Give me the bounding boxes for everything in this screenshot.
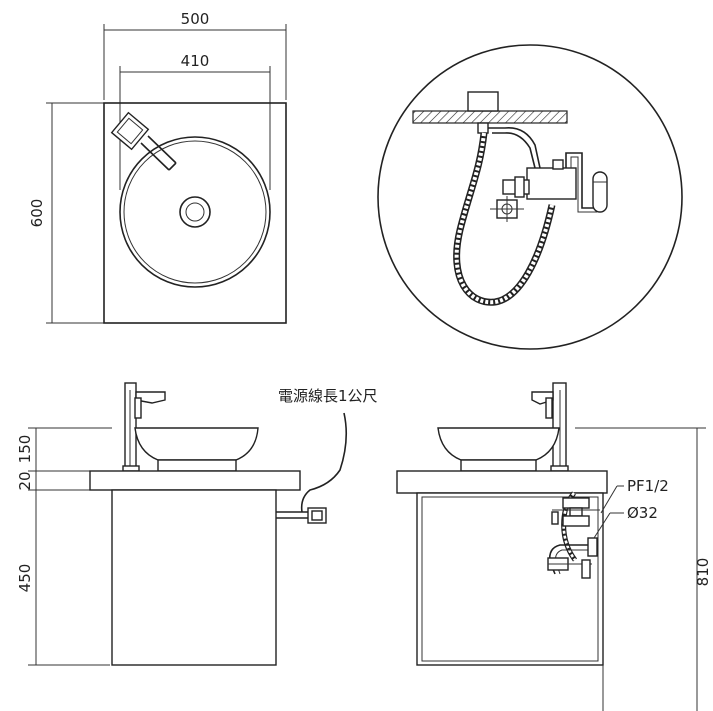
dim-label-600: 600 xyxy=(28,199,46,228)
faucet-base xyxy=(467,91,499,112)
braided-hose xyxy=(454,132,554,305)
power-cord xyxy=(300,412,348,513)
dim-label-810: 810 xyxy=(694,558,712,587)
bowl-rim-inner xyxy=(123,140,267,284)
cabinet-plumbing xyxy=(547,491,600,579)
dim-label-20: 20 xyxy=(16,471,34,490)
bowl-base-front xyxy=(460,459,537,472)
bowl-base-side xyxy=(157,459,237,472)
dim-label-450: 450 xyxy=(16,564,34,593)
label-pf-1-2: PF1/2 xyxy=(627,477,669,495)
side-view: 150 20 450 電源線長1公尺 xyxy=(16,382,378,666)
detail-circle xyxy=(377,44,683,350)
dim-label-500: 500 xyxy=(181,10,210,28)
faucet-top-view xyxy=(110,111,177,171)
dim-label-410: 410 xyxy=(181,52,210,70)
vessel-bowl-front xyxy=(437,427,560,461)
drain-outer xyxy=(179,196,211,228)
front-view: PF1/2 Ø32 810 xyxy=(396,382,712,711)
sensor-cable xyxy=(565,152,597,209)
dim-label-150: 150 xyxy=(16,435,34,464)
dimension-500: 500 xyxy=(103,10,287,100)
faucet-front xyxy=(531,382,569,472)
label-drain-32: Ø32 xyxy=(627,504,658,522)
countertop-outline xyxy=(103,102,287,324)
vessel-bowl-side xyxy=(134,427,259,461)
cabinet-side xyxy=(111,489,277,666)
counter-section-hatch xyxy=(412,110,568,124)
control-box xyxy=(526,167,577,200)
countertop-front xyxy=(396,470,608,494)
supply-pipe xyxy=(488,127,541,169)
dimension-410: 410 xyxy=(119,52,271,190)
dimension-600: 600 xyxy=(28,102,104,324)
angle-valve xyxy=(490,176,530,222)
cable-length-note: 電源線長1公尺 xyxy=(278,387,378,405)
drain-inner xyxy=(185,202,205,222)
countertop-side xyxy=(89,470,301,491)
faucet-stem xyxy=(477,122,489,134)
top-view: 500 410 600 xyxy=(28,10,287,324)
bowl-rim-outer xyxy=(119,136,271,288)
battery-box xyxy=(592,171,608,213)
detail-view xyxy=(377,44,683,350)
